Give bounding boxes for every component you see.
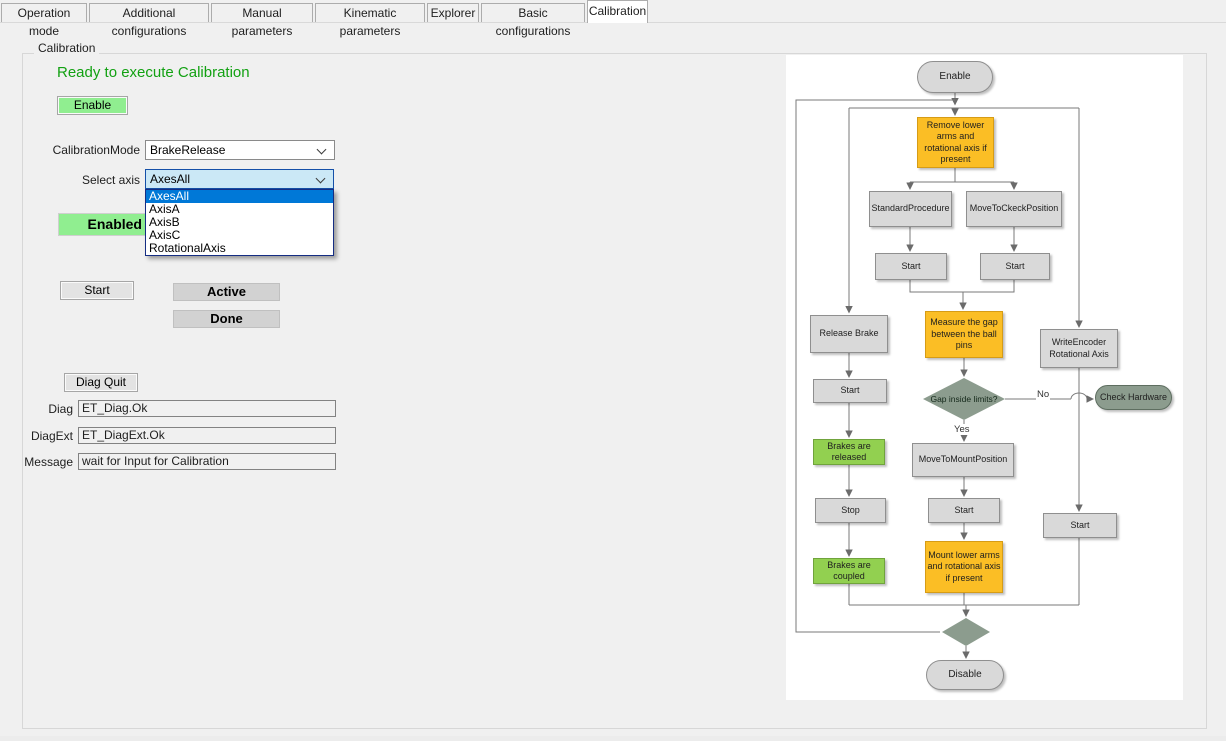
flow-node-check-hardware: Check Hardware — [1095, 385, 1172, 410]
flow-node-brakes-coupled: Brakes are coupled — [813, 558, 885, 584]
diagext-label: DiagExt — [30, 429, 73, 443]
flow-node-start-b: Start — [980, 253, 1050, 280]
dropdown-option-axisa[interactable]: AxisA — [149, 202, 180, 216]
select-axis-label: Select axis — [81, 173, 140, 187]
tab-manual-parameters[interactable]: Manual parameters — [211, 3, 313, 38]
edge-label-yes: Yes — [953, 424, 971, 435]
flow-node-enable: Enable — [917, 61, 993, 93]
flow-node-disable: Disable — [926, 660, 1004, 690]
calibration-mode-combobox[interactable]: BrakeRelease — [145, 140, 335, 160]
tab-additional-configurations[interactable]: Additional configurations — [89, 3, 209, 38]
flow-node-start-right: Start — [1043, 513, 1117, 538]
calibration-groupbox — [22, 53, 1207, 729]
dropdown-option-axisb[interactable]: AxisB — [149, 215, 180, 229]
dropdown-option-axisc[interactable]: AxisC — [149, 228, 181, 242]
flow-node-release-brake: Release Brake — [810, 315, 888, 353]
chevron-down-icon — [316, 144, 327, 155]
flow-node-move-to-mount-position: MoveToMountPosition — [912, 443, 1014, 477]
message-field[interactable]: wait for Input for Calibration — [78, 453, 336, 470]
done-status-box: Done — [173, 310, 280, 328]
groupbox-title: Calibration — [34, 41, 100, 55]
flow-node-brakes-released: Brakes are released — [813, 439, 885, 465]
enabled-status-badge: Enabled — [58, 213, 146, 236]
tab-operation-mode[interactable]: Operation mode — [1, 3, 87, 38]
start-button[interactable]: Start — [60, 281, 134, 300]
tab-kinematic-parameters[interactable]: Kinematic parameters — [315, 3, 425, 38]
tab-calibration[interactable]: Calibration — [587, 0, 648, 23]
tab-basic-configurations[interactable]: Basic configurations — [481, 3, 585, 38]
flow-node-remove-lower-arms: Remove lower arms and rotational axis if… — [917, 117, 994, 168]
flow-node-start-a: Start — [875, 253, 947, 280]
select-axis-value: AxesAll — [150, 172, 191, 186]
flow-node-write-encoder: WriteEncoder Rotational Axis — [1040, 329, 1118, 368]
calibration-mode-value: BrakeRelease — [150, 143, 226, 157]
tab-bar: Operation mode Additional configurations… — [0, 0, 1226, 38]
diag-field[interactable]: ET_Diag.Ok — [78, 400, 336, 417]
flow-node-stop: Stop — [815, 498, 886, 523]
diagext-field[interactable]: ET_DiagExt.Ok — [78, 427, 336, 444]
chevron-down-icon — [315, 173, 326, 184]
enable-button[interactable]: Enable — [57, 96, 128, 115]
status-message-title: Ready to execute Calibration — [57, 64, 250, 81]
flow-node-mount-lower-arms: Mount lower arms and rotational axis if … — [925, 541, 1003, 593]
flow-node-start-mid: Start — [928, 498, 1000, 523]
diag-label: Diag — [48, 402, 73, 416]
flow-node-move-to-check-position: MoveToCkeckPosition — [966, 191, 1062, 227]
edge-label-no: No — [1036, 389, 1051, 400]
tab-explorer[interactable]: Explorer — [427, 3, 479, 22]
select-axis-dropdown-list: AxesAll AxisA AxisB AxisC RotationalAxis — [145, 189, 334, 256]
select-axis-combobox[interactable]: AxesAll — [145, 169, 334, 189]
flow-node-standard-procedure: StandardProcedure — [869, 191, 952, 227]
flow-node-start-left: Start — [813, 379, 887, 403]
dropdown-option-axesall[interactable]: AxesAll — [146, 190, 333, 203]
diag-quit-button[interactable]: Diag Quit — [64, 373, 138, 392]
dropdown-option-rotationalaxis[interactable]: RotationalAxis — [149, 241, 226, 255]
message-label: Message — [24, 455, 73, 469]
calibration-flowchart: Enable Remove lower arms and rotational … — [786, 55, 1183, 700]
calibration-mode-label: CalibrationMode — [52, 143, 140, 157]
active-status-box: Active — [173, 283, 280, 301]
flow-node-measure-gap: Measure the gap between the ball pins — [925, 311, 1003, 358]
window-bottom-edge — [0, 736, 1226, 741]
